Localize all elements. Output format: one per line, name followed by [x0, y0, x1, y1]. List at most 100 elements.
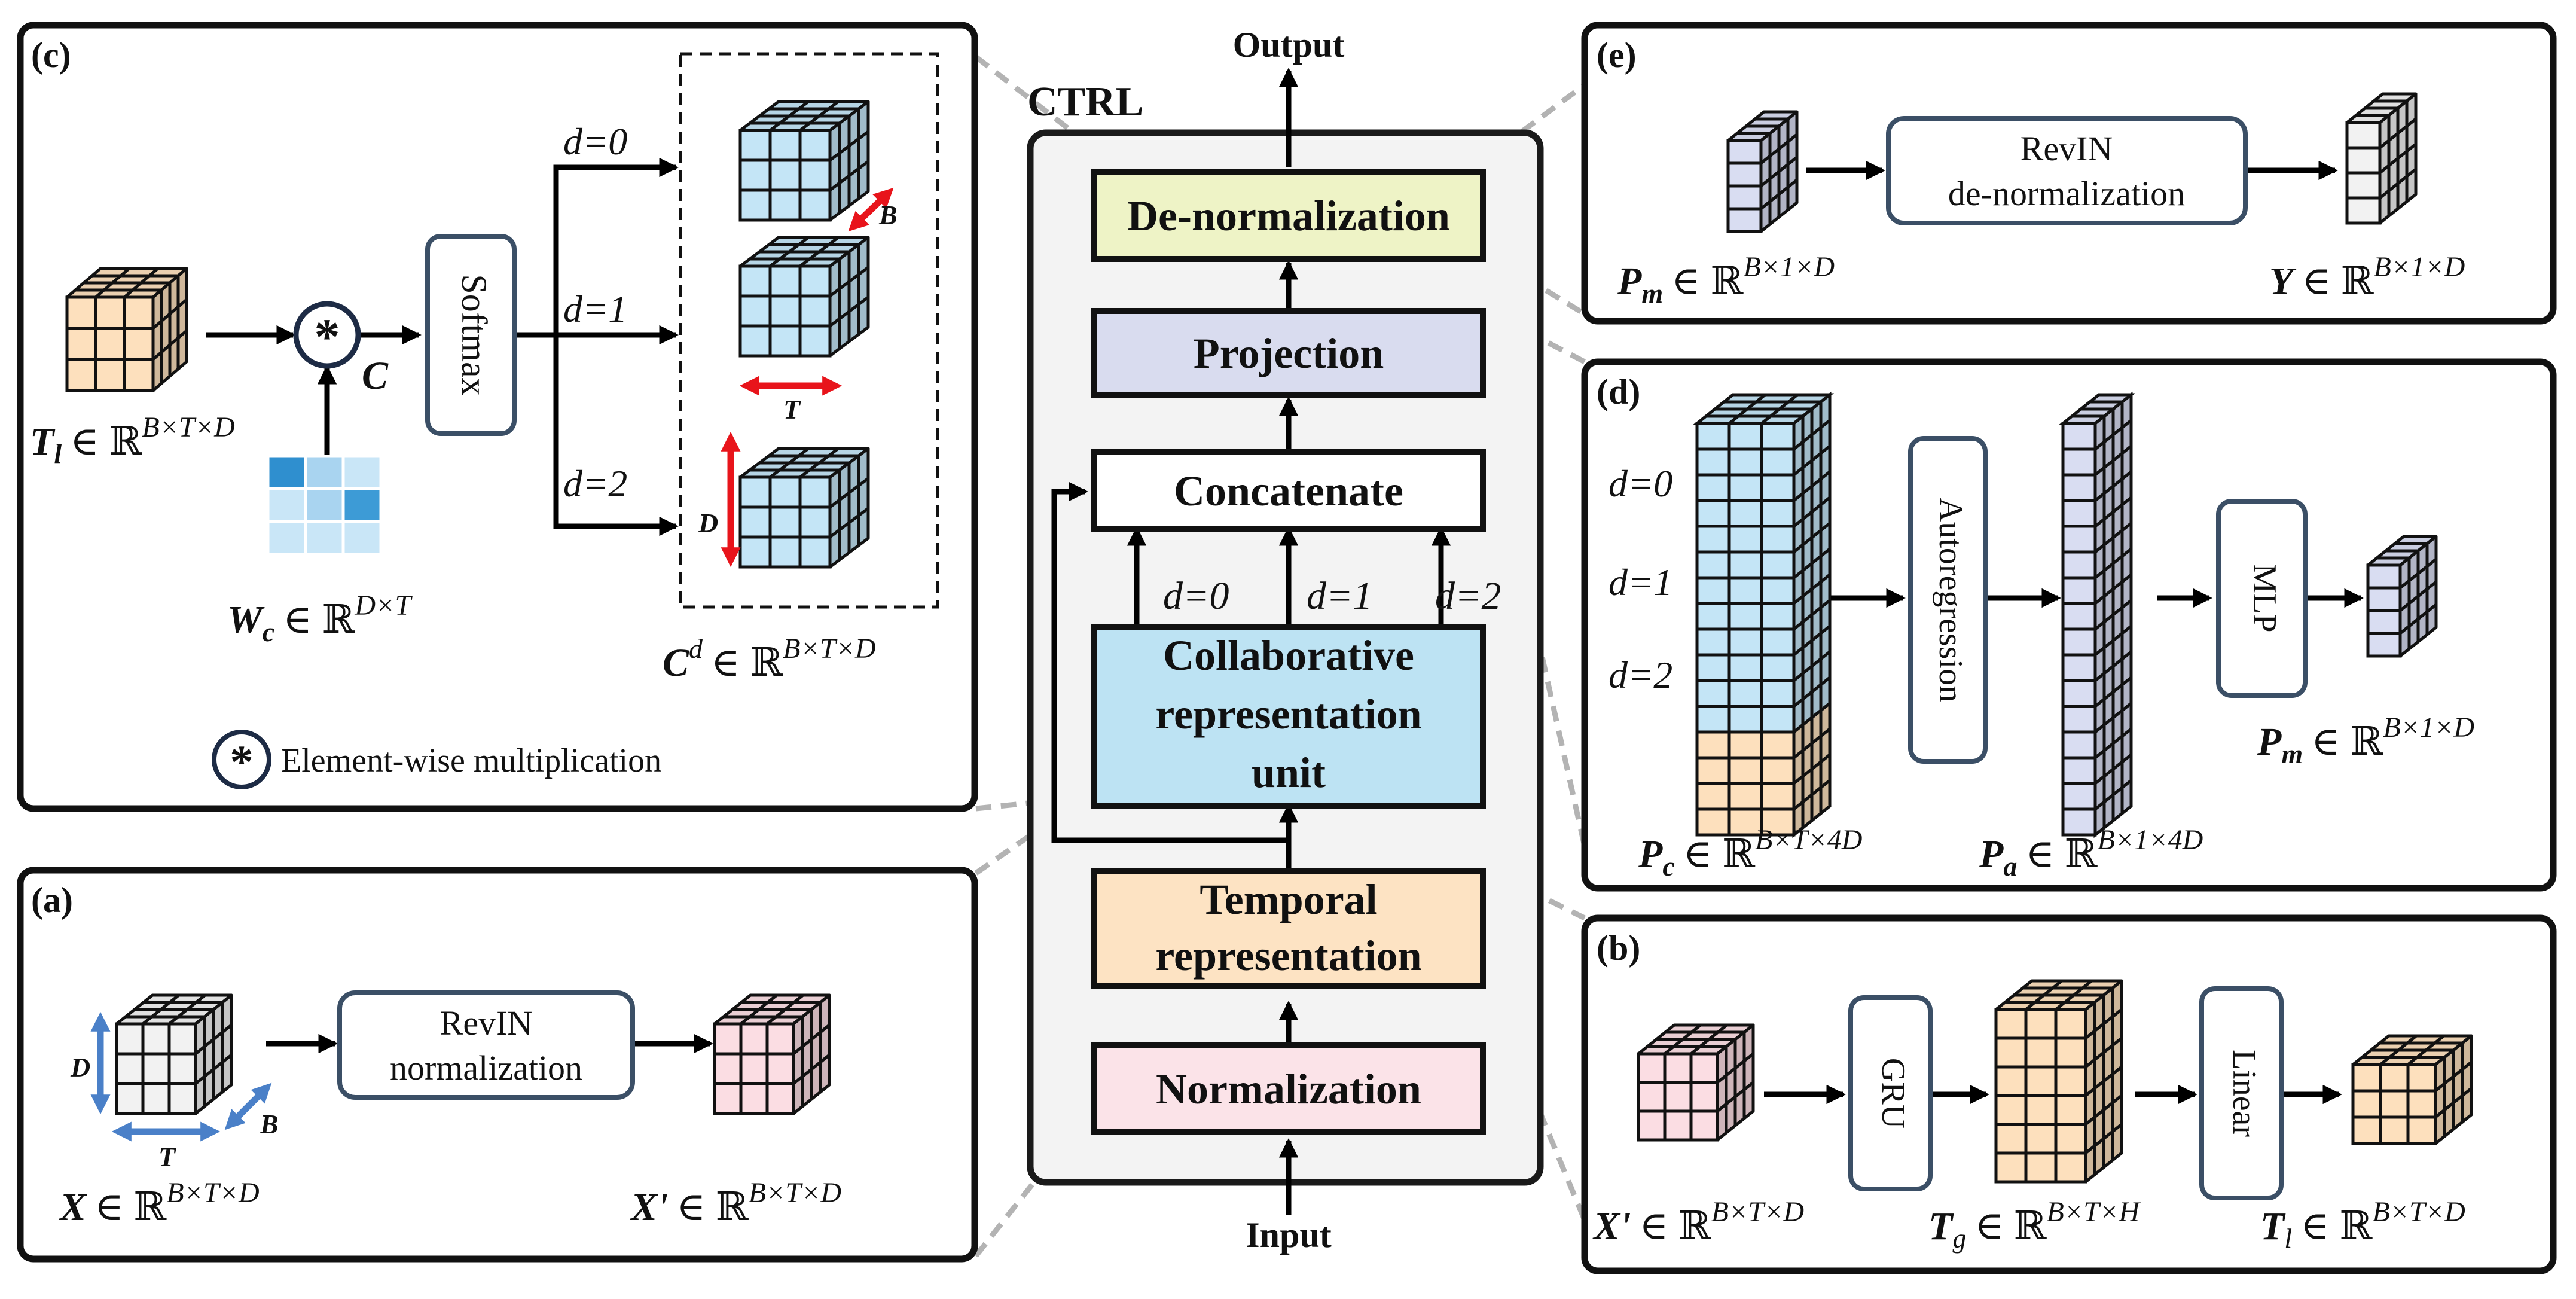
- pm-math-d: Pm∈ ℝB×1×D: [2257, 712, 2474, 769]
- cube-cell: [1994, 1008, 2028, 1040]
- cube-cell: [115, 1022, 145, 1056]
- tensor-cell: [1727, 807, 1763, 837]
- tensor-cell: [1695, 447, 1731, 477]
- revin-norm-box: [337, 990, 635, 1100]
- cube-cell: [765, 1022, 795, 1056]
- cube-cell: [798, 475, 832, 509]
- cube-cell: [738, 129, 772, 162]
- svg-text:d=0: d=0: [1609, 462, 1672, 505]
- block-collaborative-unit: Collaborative representation unit: [1091, 624, 1486, 809]
- cube-cell: [94, 358, 126, 392]
- cube-cell: [1726, 207, 1763, 233]
- svg-text:RevIN: RevIN: [440, 1004, 533, 1042]
- tensor-cell: [2061, 602, 2097, 631]
- cube-cell: [141, 1052, 171, 1085]
- svg-text:normalization: normalization: [390, 1048, 582, 1087]
- tensor-cell: [1695, 602, 1731, 631]
- weight-cell: [341, 454, 383, 490]
- svg-text:representation: representation: [1155, 932, 1421, 980]
- x-math: X∈ ℝB×T×D: [59, 1177, 260, 1229]
- svg-text:Autoregression: Autoregression: [1932, 498, 1969, 702]
- tensor-cell: [1727, 705, 1763, 734]
- weight-cell: [341, 520, 383, 556]
- svg-text:d=1: d=1: [1307, 574, 1373, 618]
- wc-math: Wc∈ ℝD×T: [227, 590, 413, 647]
- cube-tl-b: [2351, 1034, 2473, 1145]
- weight-cell: [304, 454, 345, 490]
- cube-cell: [2379, 1089, 2410, 1119]
- tensor-cell: [1727, 627, 1763, 657]
- skip-connection: [1051, 481, 1289, 843]
- cube-cell: [768, 505, 802, 539]
- input-label: Input: [1246, 1215, 1331, 1255]
- cube-cell: [738, 188, 772, 222]
- weight-cell: [266, 487, 307, 523]
- tensor-cell: [1695, 499, 1731, 528]
- cube-cell: [141, 1022, 171, 1056]
- cube-cell: [1689, 1052, 1719, 1084]
- weight-cell: [304, 487, 345, 523]
- cube-cell: [167, 1052, 197, 1085]
- tl-math-b: Tl∈ ℝB×T×D: [2260, 1196, 2465, 1254]
- svg-text:Normalization: Normalization: [1156, 1065, 1421, 1113]
- cube-cell: [713, 1082, 743, 1115]
- cube-x-prime: [713, 993, 831, 1115]
- tensor-cell: [1727, 422, 1763, 451]
- tensor-cell: [1695, 679, 1731, 708]
- tensor-cell: [2061, 447, 2097, 477]
- cube-cell: [167, 1082, 197, 1115]
- tensor-cell: [2061, 473, 2097, 502]
- tensor-cell: [1760, 756, 1796, 785]
- tl-math: Tl∈ ℝB×T×D: [30, 411, 235, 469]
- svg-text:De-normalization: De-normalization: [1127, 192, 1450, 240]
- weight-cell: [266, 454, 307, 490]
- cube-cell: [2024, 1094, 2058, 1126]
- cube-cell: [94, 327, 126, 361]
- cube-cell: [2366, 563, 2402, 590]
- svg-text:(d): (d): [1597, 372, 1640, 411]
- cube-pm-e: [1726, 110, 1799, 233]
- tensor-cell: [1695, 705, 1731, 734]
- cube-cell: [1994, 1094, 2028, 1126]
- tensor-cell: [1727, 679, 1763, 708]
- panel-c: (c) * C Softmax d=0 d=1 d=2 B T D Tl∈ ℝB…: [17, 22, 978, 812]
- cube-cell: [768, 129, 802, 162]
- tensor-cell: [2061, 782, 2097, 811]
- tensor-cell: [1760, 679, 1796, 708]
- tensor-cell: [1695, 627, 1731, 657]
- tensor-cell: [1695, 782, 1731, 811]
- tensor-cell: [1760, 447, 1796, 477]
- cube-cell: [115, 1052, 145, 1085]
- mlp-box: [2216, 499, 2308, 698]
- svg-text:B: B: [260, 1109, 279, 1139]
- svg-text:*: *: [230, 736, 254, 788]
- svg-text:D: D: [70, 1052, 90, 1082]
- cube-x-prime-b: [1637, 1023, 1755, 1142]
- cube-cell: [2024, 1036, 2058, 1069]
- cube-cell: [141, 1082, 171, 1115]
- tensor-cell: [2061, 422, 2097, 451]
- cube-cell: [2366, 632, 2402, 658]
- svg-text:Linear: Linear: [2226, 1050, 2263, 1137]
- panel-a: (a) D T B RevIN normalization X∈ ℝB×T×D …: [17, 867, 978, 1263]
- cube-cell: [2406, 1063, 2437, 1093]
- svg-text:de-normalization: de-normalization: [1948, 174, 2185, 213]
- cube-cell: [2024, 1008, 2058, 1040]
- cube-cell: [2351, 1089, 2382, 1119]
- tensor-pc: [1692, 391, 1835, 838]
- weight-cell: [266, 520, 307, 556]
- cube-cell: [738, 158, 772, 192]
- tensor-cell: [1760, 473, 1796, 502]
- tensor-cell: [1695, 422, 1731, 451]
- svg-text:Softmax: Softmax: [454, 274, 494, 395]
- svg-text:Temporal: Temporal: [1200, 876, 1377, 923]
- tensor-pa: [2058, 391, 2136, 838]
- output-label: Output: [1233, 25, 1345, 65]
- svg-text:T: T: [158, 1142, 176, 1172]
- cube-cd-1: [738, 236, 870, 358]
- cube-cell: [1689, 1081, 1719, 1113]
- tensor-cell: [1695, 807, 1731, 837]
- svg-text:d=0: d=0: [1163, 574, 1229, 618]
- softmax-box: [425, 234, 517, 436]
